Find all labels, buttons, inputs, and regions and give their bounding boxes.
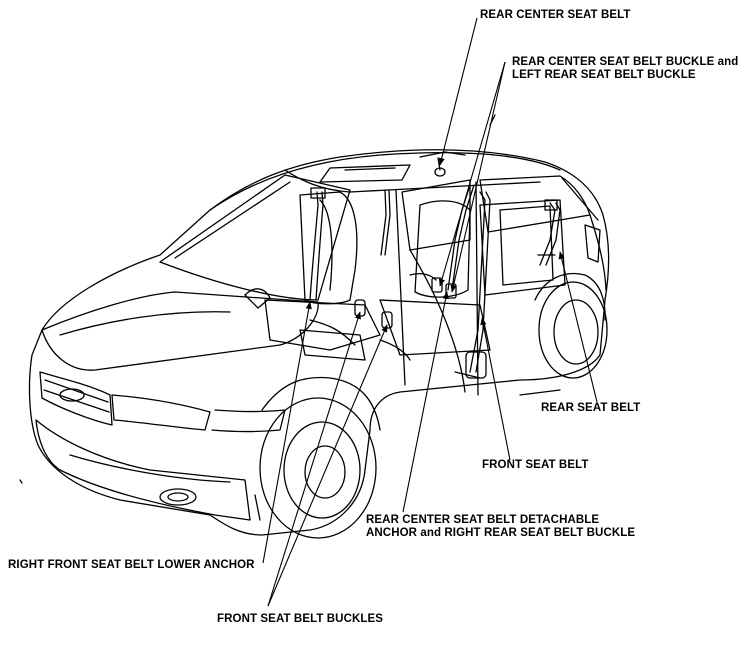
body-outline bbox=[28, 149, 610, 536]
leader-rear-center-belt bbox=[438, 17, 478, 166]
front-seat-left bbox=[414, 200, 471, 298]
label-rear-center-anchor-line2: ANCHOR and RIGHT REAR SEAT BELT BUCKLE bbox=[366, 527, 636, 539]
label-front-seat-belt: FRONT SEAT BELT bbox=[482, 459, 588, 472]
leader-rear-center-buckle-a bbox=[438, 61, 506, 287]
front-seat-right bbox=[299, 191, 358, 305]
windshield-outline bbox=[159, 174, 351, 301]
leader-rear-center-buckle-b bbox=[450, 61, 506, 293]
label-front-seat-belt-text: FRONT SEAT BELT bbox=[482, 459, 589, 471]
label-front-seat-belt-buckles: FRONT SEAT BELT BUCKLES bbox=[217, 613, 383, 626]
label-right-front-lower-anchor-text: RIGHT FRONT SEAT BELT LOWER ANCHOR bbox=[8, 559, 255, 571]
grille-outline bbox=[39, 371, 113, 426]
label-right-front-lower-anchor: RIGHT FRONT SEAT BELT LOWER ANCHOR bbox=[8, 559, 255, 572]
label-rear-center-seat-belt: REAR CENTER SEAT BELT bbox=[480, 9, 631, 22]
label-rear-center-buckle: REAR CENTER SEAT BELT BUCKLE and LEFT RE… bbox=[512, 56, 738, 82]
front-wheel bbox=[259, 397, 377, 539]
label-rear-seat-belt: REAR SEAT BELT bbox=[541, 402, 640, 415]
label-rear-center-anchor-line1: REAR CENTER SEAT BELT DETACHABLE bbox=[366, 514, 600, 526]
label-rear-center-buckle-line1: REAR CENTER SEAT BELT BUCKLE and bbox=[512, 56, 739, 68]
leader-rear-center-anchor bbox=[402, 291, 449, 513]
label-rear-center-seat-belt-text: REAR CENTER SEAT BELT bbox=[480, 9, 631, 21]
label-rear-center-anchor: REAR CENTER SEAT BELT DETACHABLE ANCHOR … bbox=[366, 514, 635, 540]
rear-wheel bbox=[538, 281, 608, 379]
label-rear-seat-belt-text: REAR SEAT BELT bbox=[541, 402, 641, 414]
label-rear-center-buckle-line2: LEFT REAR SEAT BELT BUCKLE bbox=[512, 69, 696, 81]
leader-rear-seat-belt bbox=[558, 251, 598, 403]
leader-right-front-lower-anchor bbox=[262, 301, 312, 564]
leader-front-buckle-a bbox=[267, 311, 361, 607]
leader-front-buckle-b bbox=[267, 324, 388, 607]
leader-front-seat-belt bbox=[480, 317, 511, 461]
label-front-seat-belt-buckles-text: FRONT SEAT BELT BUCKLES bbox=[217, 613, 384, 625]
